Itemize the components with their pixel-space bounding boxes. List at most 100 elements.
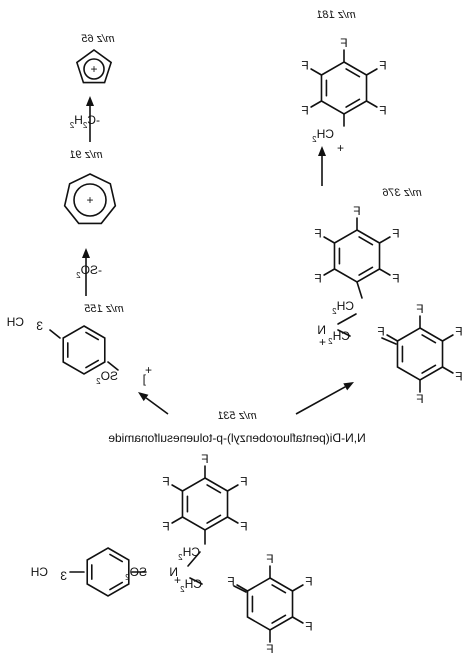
fluorine-atom: F [305,575,312,589]
tropylium-ring: + [63,173,117,225]
fluorine-atom: F [314,227,321,241]
loss-c2h2-c-subscript: 2 [82,121,87,130]
sulfonyl-methyl-bond [49,329,61,339]
sulfonyl-tolyl-ring-double-bond [85,359,100,369]
svg-text:CH2: CH2 [180,577,202,594]
arrow-to-tropylium-head [82,248,90,258]
cyclopentadienyl-plus: + [90,62,97,76]
svg-text:CH2: CH2 [312,127,334,144]
pentafluorophenyl-ring-lower-cf-bond [291,584,304,592]
tropylium-aromatic-circle [73,183,107,217]
fluorine-atom: F [227,575,234,589]
loss-c2h2-c: -C [87,113,100,127]
iminium-methylene-upper-subscript: 2 [332,307,337,316]
iminium-ring-lower-ring [396,327,444,381]
iminium-ring-upper-cf-bond [323,268,336,276]
sulfonyl-group-base: SO [130,565,147,579]
ch2-ring-bond-lower [233,585,247,593]
sulfonyl-tolyl-ring [62,325,106,375]
fluorine-atom: F [379,104,386,118]
iminium-methylene-upper-base: CH [337,299,354,313]
pentafluorophenyl-ring-lower-cf-bond [291,616,304,624]
sulfonyl-s-label: SO2 [96,369,118,386]
fluorine-atom: F [266,552,273,566]
pfbenzyl-methylene: CH2 [312,127,334,144]
n-ch2-bond-upper [187,551,201,567]
fluorine-atom: F [301,104,308,118]
iminium-ring-upper-double-bond [358,236,374,246]
pentafluorophenyl-ring-lower-double-bond [271,584,287,594]
parent-mz-label: m/z 531 [217,410,256,422]
arrow-to-iminium-head [343,382,354,391]
sulfonyl-s-bond [107,361,119,371]
tolyl-ring-double-bond [109,581,124,591]
fluorine-atom: F [353,204,360,218]
arrow-to-sulfonyl-shaft [145,397,169,415]
arrow-to-pfbenzyl-head [318,146,326,156]
methyl-label: CH [31,565,48,579]
pentafluorophenyl-ring-upper-double-bond [206,514,222,524]
fluorine-atom: F [416,302,423,316]
methylene-upper-base: CH [183,545,200,559]
pfbenzyl-methylene-subscript: 2 [312,135,317,144]
cyclopentadienyl-ring: + [75,49,113,84]
sulfonyl-plus: + [145,363,152,377]
methyl-subscript: 3 [60,569,67,583]
fluorine-atom: F [266,642,273,656]
charge-plus: + [174,573,181,587]
methylene-lower: CH2 [180,577,202,594]
iminium-ring-lower-double-bond [421,334,437,344]
pentafluorophenyl-ring-upper-cf-bond [226,484,239,492]
svg-text:CH2: CH2 [178,545,200,562]
fluorine-atom: F [314,272,321,286]
fluorine-atom: F [201,452,208,466]
iminium-methylene-lower: CH2 [328,329,350,346]
tropylium-plus: + [86,193,93,207]
arrow-to-iminium [295,382,354,415]
sulfonyl-bracket: ] [143,372,146,386]
tolyl-ring-double-bond [109,553,124,563]
pfbenzyl-methylene-base: CH [317,127,334,141]
parent-name-label: N,N-Di(pentafluorobenzyl)-p-toluenesulfo… [108,431,366,445]
pfbenzyl-ring-ring [320,61,368,115]
pentafluorophenyl-ring-upper-ring [181,477,229,531]
fluorine-atom: F [305,620,312,634]
sulfonyl-tolyl-ring-ring [62,325,106,375]
iminium-ring-upper-cf-bond [378,268,391,276]
pentafluorophenyl-ring-upper-cf-bond [171,484,184,492]
loss-so2-subscript: 2 [76,271,81,280]
sulfonyl-s-label-base: SO [101,369,118,383]
loss-so2-text: -SO [81,263,102,277]
pfbenzyl-mz-label: m/z 181 [316,9,355,21]
fluorine-atom: F [416,392,423,406]
arrow-to-sulfonyl [138,392,169,415]
loss-c2h2-h-subscript: 2 [69,121,74,130]
pfbenzyl-ring-cf-bond [365,100,378,108]
pfbenzyl-ring-cf-bond [365,68,378,76]
fluorine-atom: F [455,370,462,384]
sulfonyl-mz-label: m/z 155 [84,303,124,315]
svg-text:CH2: CH2 [332,299,354,316]
cyclopentadienyl-mz-label: m/z 65 [81,33,115,45]
sulfonyl-s-label-subscript: 2 [96,377,101,386]
pentafluorophenyl-ring-lower: F F F F F [227,552,312,656]
pentafluorophenyl-ring-lower-double-bond [271,614,287,624]
iminium-methylene-upper: CH2 [332,299,354,316]
arrow-to-pfbenzyl [318,146,326,186]
tolyl-ring-ring [86,547,130,597]
iminium-plus: + [319,335,326,349]
sulfonyl-group: SO2 [125,565,147,582]
tropylium-outline [63,173,117,225]
fluorine-atom: F [162,520,169,534]
methylene-upper-subscript: 2 [178,553,183,562]
methylene-lower-subscript: 2 [180,585,185,594]
iminium-methylene-lower-base: CH [333,329,350,343]
fluorine-atom: F [340,36,347,50]
sulfonyl-methyl-label: CH [7,315,24,329]
iminium-ch2-ring-bond [381,337,397,345]
fluorine-atom: F [379,59,386,73]
nitrogen-atom: N [169,565,178,579]
